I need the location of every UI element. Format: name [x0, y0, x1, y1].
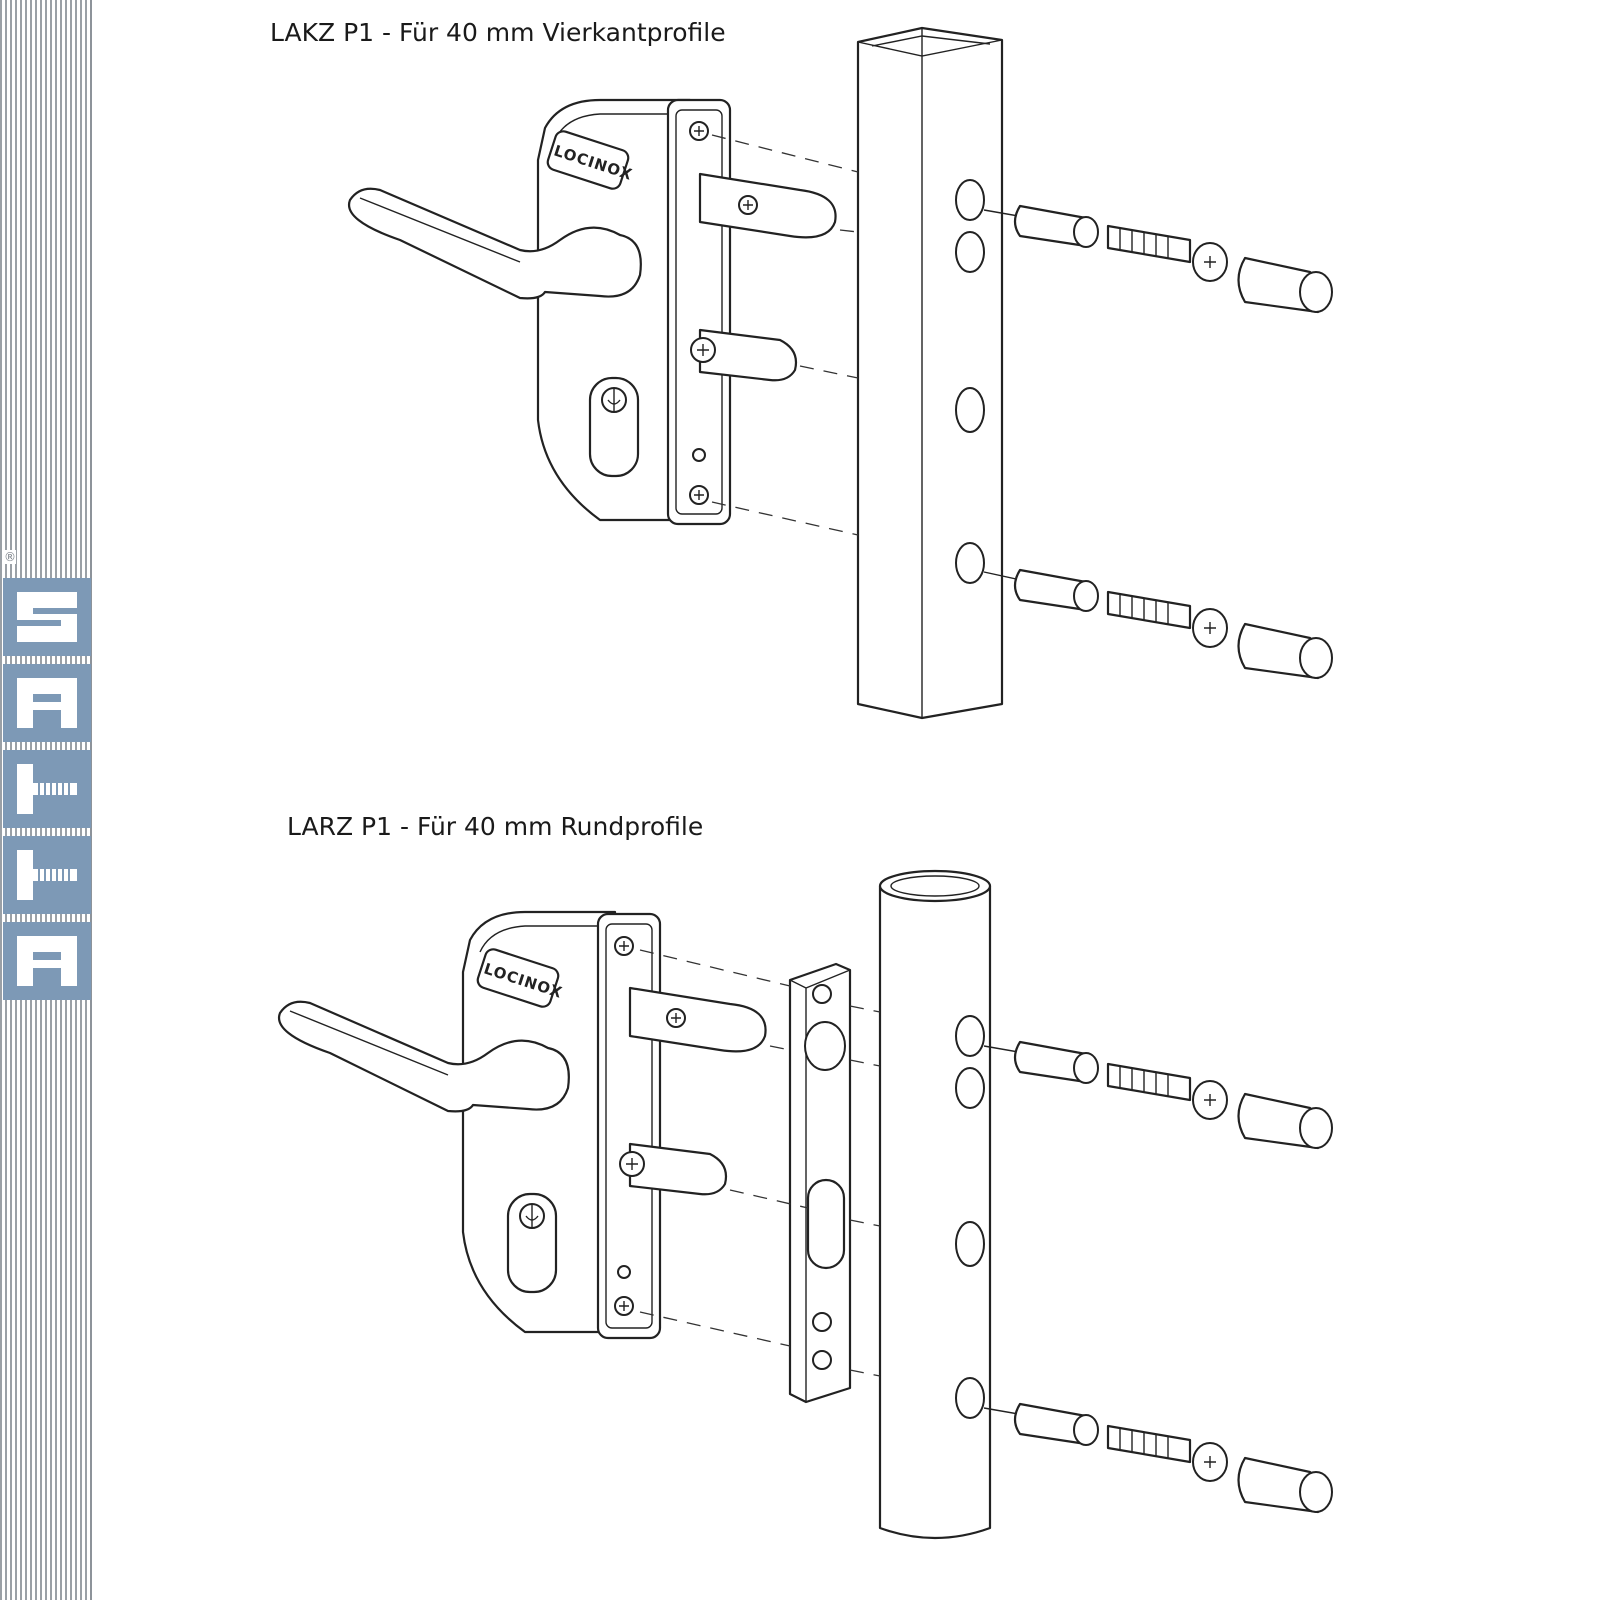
sidebar-divider — [90, 0, 92, 1600]
larz-assembly: LOCINOX — [277, 869, 1333, 1540]
square-post — [856, 26, 1004, 720]
lock-body-bottom: LOCINOX — [277, 910, 767, 1340]
caption-larz: LARZ P1 - Für 40 mm Rundprofile — [287, 812, 704, 841]
fastener-set-top-1 — [983, 204, 1333, 314]
fastener-set-bottom-1 — [983, 1040, 1333, 1150]
registered-mark: ® — [4, 550, 16, 564]
brand-sidebar: ® — [0, 0, 92, 1600]
adapter-plate — [788, 962, 852, 1404]
caption-lakz: LAKZ P1 - Für 40 mm Vierkantprofile — [270, 18, 726, 47]
attas-logo — [3, 578, 91, 1000]
fastener-set-bottom-2 — [983, 1402, 1333, 1514]
round-post — [878, 869, 992, 1540]
fastener-set-top-2 — [983, 568, 1333, 680]
lakz-assembly: LOCINOX — [347, 26, 1333, 720]
lock-body-top: LOCINOX — [347, 98, 837, 526]
